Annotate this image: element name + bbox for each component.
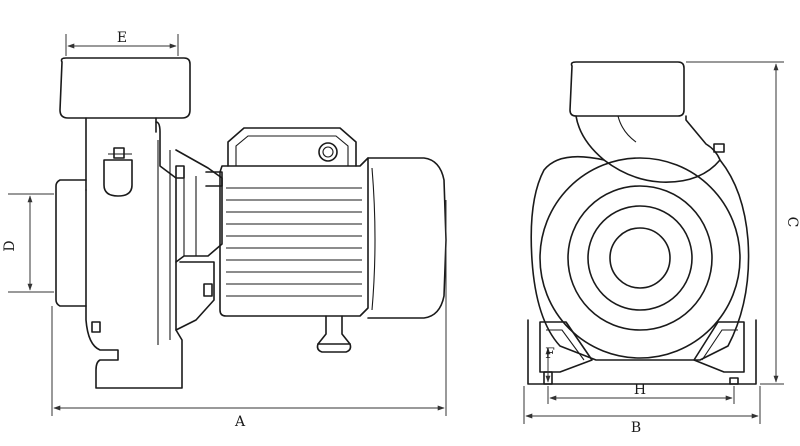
inlet-flange (59, 57, 191, 119)
dim-label-c: C (784, 217, 800, 228)
dimension-lines (8, 34, 784, 424)
pump-side-view (55, 57, 447, 389)
outlet-neck (85, 117, 157, 191)
casing-ring-1 (567, 185, 713, 331)
drain-pocket (103, 159, 133, 197)
fan-cover (367, 157, 447, 319)
vent-plug (113, 147, 125, 159)
casing-ring-outer (539, 157, 741, 359)
dim-label-e: E (117, 30, 127, 46)
volute-casing (85, 121, 183, 389)
motor-body (219, 157, 369, 317)
inlet-port (609, 227, 671, 289)
base-frame (527, 319, 757, 385)
dim-label-h: H (634, 382, 646, 398)
dim-label-f: F (545, 346, 555, 362)
dim-label-d: D (2, 240, 18, 251)
foot-bolt-right (729, 377, 739, 385)
casing-front (530, 155, 750, 361)
dim-label-b: B (631, 420, 641, 436)
volute-scroll (575, 115, 721, 183)
suction-stub (55, 179, 87, 307)
motor-foot (317, 315, 351, 345)
cable-gland-icon (318, 142, 338, 162)
dim-label-a: A (234, 414, 246, 430)
casing-ring-2 (587, 205, 693, 311)
outlet-flange-front (569, 61, 685, 117)
pump-front-view (527, 61, 757, 385)
terminal-box (227, 127, 357, 167)
motor-fins (226, 187, 362, 297)
